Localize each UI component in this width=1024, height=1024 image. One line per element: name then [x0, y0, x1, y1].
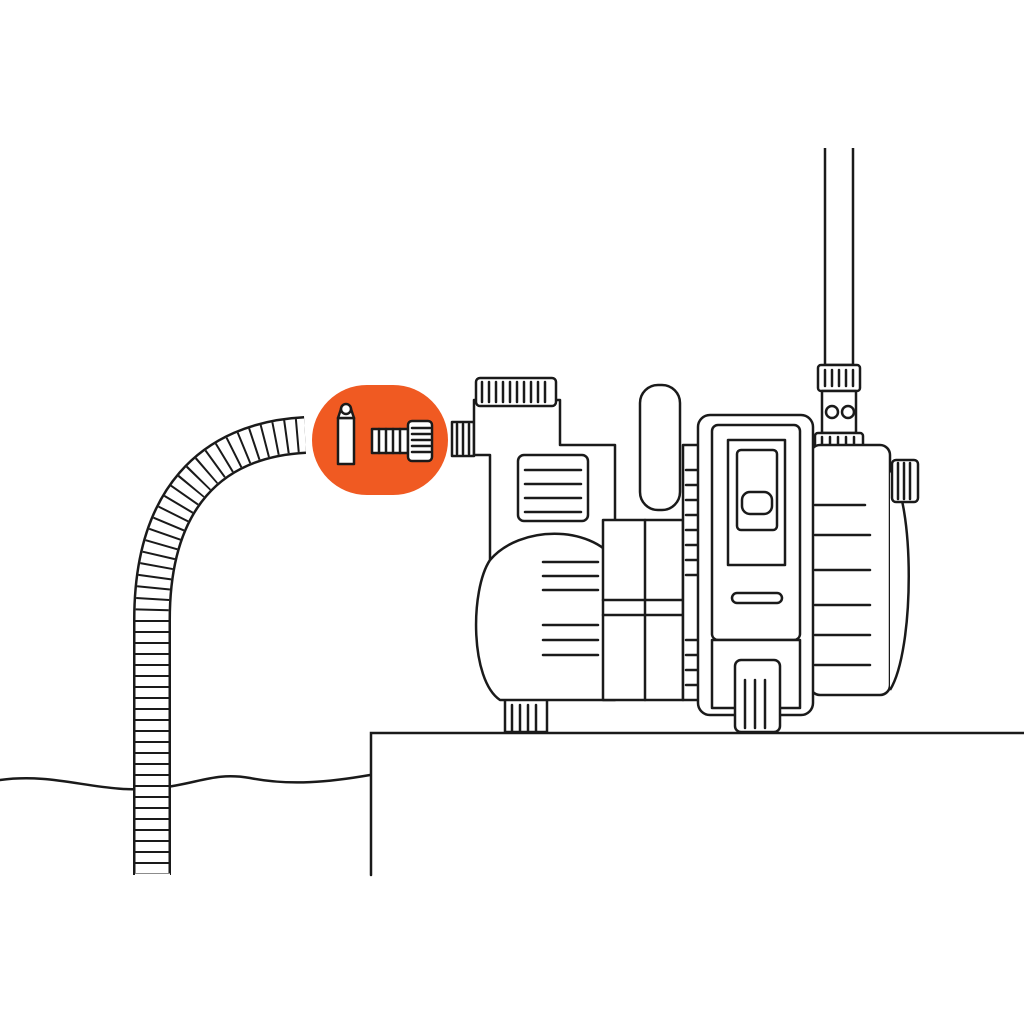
garden-pump: [450, 376, 920, 734]
hose-connector-badge: [312, 385, 448, 495]
threaded-connector-icon: [370, 419, 434, 463]
discharge-pipe: [813, 148, 865, 457]
water-surface: [0, 773, 372, 791]
tube-fitting-icon: [336, 402, 356, 466]
platform: [369, 731, 1024, 877]
suction-hose: [133, 416, 307, 877]
